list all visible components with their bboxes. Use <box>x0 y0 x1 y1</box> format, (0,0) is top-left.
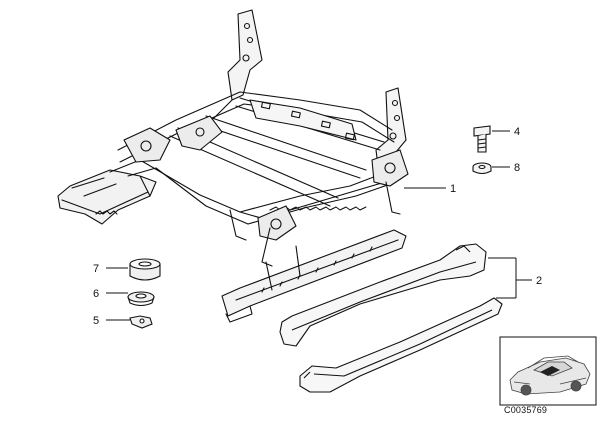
vehicle-thumbnail <box>499 336 597 406</box>
leader-lines <box>106 130 532 321</box>
callout-1: 1 <box>450 183 456 195</box>
bumper <box>129 258 161 281</box>
side-cover-upper <box>279 243 487 347</box>
callout-8: 8 <box>514 162 520 174</box>
bolt <box>473 125 491 153</box>
grommet <box>127 291 155 307</box>
callout-4: 4 <box>514 126 520 138</box>
side-cover-lower <box>299 297 503 393</box>
clip <box>129 315 153 329</box>
nut <box>472 162 492 175</box>
callout-7: 7 <box>93 263 99 275</box>
callout-2: 2 <box>536 275 542 287</box>
callout-6: 6 <box>93 288 99 300</box>
callout-5: 5 <box>93 315 99 327</box>
diagram-id-label: C0035769 <box>504 405 548 415</box>
seat-frame <box>57 9 409 323</box>
